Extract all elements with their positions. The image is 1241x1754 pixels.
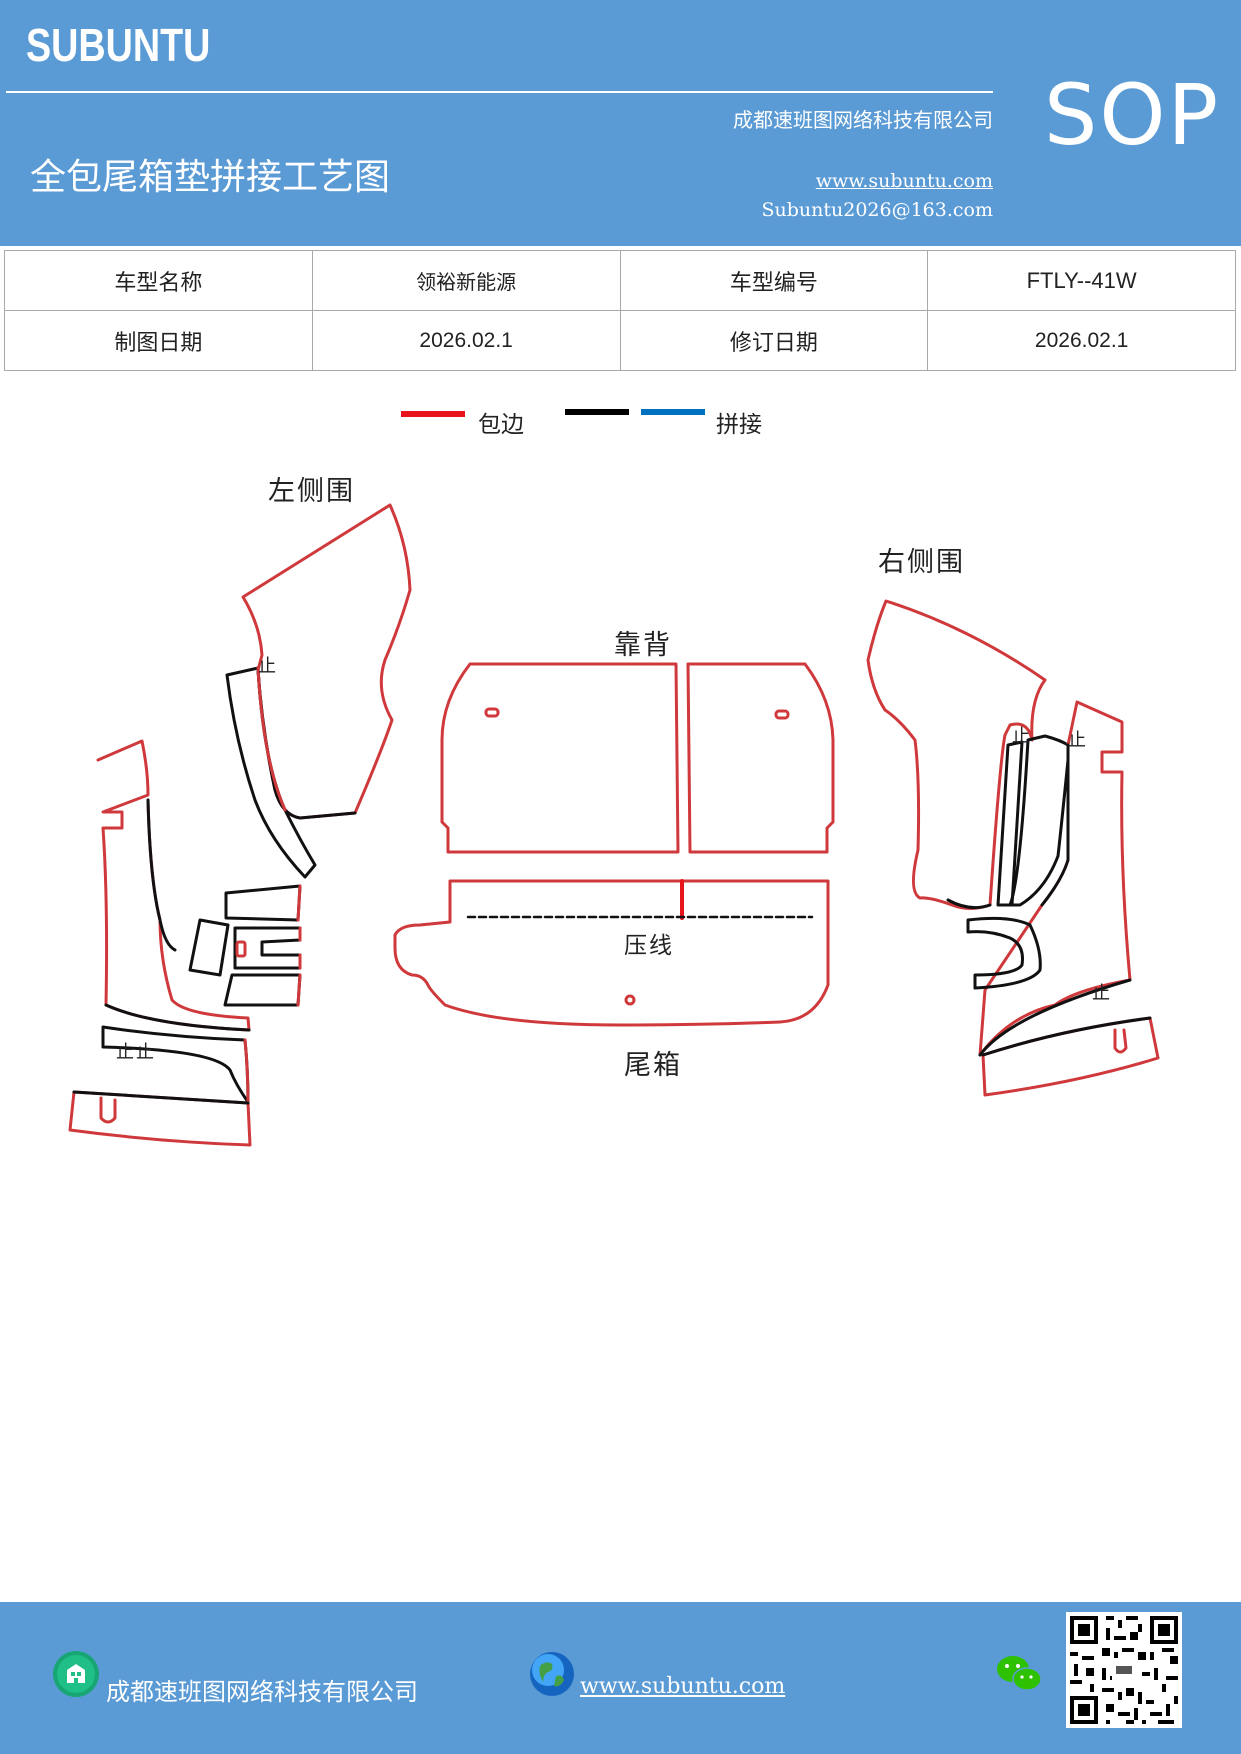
draw-date-value: 2026.02.1: [311, 310, 621, 371]
right-small-piece: [966, 916, 1042, 990]
right-upper-splice: [946, 898, 992, 910]
revise-date-value: 2026.02.1: [927, 310, 1236, 371]
legend-splice-label: 拼接: [716, 412, 762, 438]
model-name-value: 领裕新能源: [311, 250, 621, 311]
label-backrest: 靠背: [614, 630, 672, 661]
left-small-piece-4: [223, 973, 302, 1007]
backrest-right-panel: [686, 662, 835, 854]
left-lower-splice: [104, 798, 251, 1032]
label-right-side: 右侧围: [878, 547, 965, 578]
footer-website-link[interactable]: www.subuntu.com: [580, 1674, 786, 1699]
backrest-slot-right: [774, 709, 790, 720]
legend-edge-label: 包边: [478, 412, 524, 438]
left-pillar-edge: [256, 666, 287, 812]
revise-date-label: 修订日期: [619, 310, 929, 371]
draw-date-label: 制图日期: [4, 310, 313, 371]
left-small-edges: [296, 884, 302, 1007]
trunk-panel: [393, 879, 830, 1027]
trunk-hole: [624, 994, 636, 1006]
header-company: 成都速班图网络科技有限公司: [733, 108, 993, 132]
left-bottom-notch: [99, 1096, 117, 1124]
left-upper-splice: [256, 668, 357, 820]
left-bottom-strip-2-splice: [72, 1090, 250, 1105]
label-trunk: 尾箱: [624, 1050, 682, 1081]
info-table: 车型名称 领裕新能源 车型编号 FTLY--41W 制图日期 2026.02.1…: [4, 250, 1236, 371]
wechat-icon[interactable]: [996, 1654, 1042, 1694]
left-bottom-strip-2: [68, 1090, 252, 1147]
page-footer: 成都速班图网络科技有限公司 www.subuntu.com: [0, 1602, 1241, 1754]
header-divider: [6, 91, 993, 93]
label-left-side: 左侧围: [268, 476, 355, 507]
model-code-label: 车型编号: [619, 250, 929, 311]
stop-mark-right-1: 止: [1012, 726, 1032, 747]
stop-mark-right-3: 止: [1092, 983, 1112, 1004]
right-bottom-notch: [1113, 1028, 1128, 1054]
building-icon: [53, 1651, 99, 1697]
right-bottom-strip-splice: [981, 1016, 1152, 1057]
backrest-left-panel: [440, 662, 680, 854]
footer-company: 成都速班图网络科技有限公司: [106, 1678, 418, 1706]
brand-logo: SUBUNTU: [26, 19, 211, 71]
label-press-line: 压线: [624, 933, 674, 959]
globe-icon: [530, 1652, 574, 1696]
table-row: 制图日期 2026.02.1 修订日期 2026.02.1: [4, 310, 1236, 371]
backrest-slot-left: [484, 707, 500, 718]
stop-mark-right-2: 止: [1068, 730, 1088, 751]
left-lower-panel: [96, 739, 251, 1032]
sop-badge: SOP: [1044, 66, 1221, 164]
right-pillar-strip-2: [996, 740, 1024, 907]
model-code-value: FTLY--41W: [927, 250, 1236, 311]
model-name-label: 车型名称: [4, 250, 313, 311]
table-row: 车型名称 领裕新能源 车型编号 FTLY--41W: [4, 250, 1236, 311]
page-header: SUBUNTU 成都速班图网络科技有限公司 全包尾箱垫拼接工艺图 www.sub…: [0, 0, 1241, 246]
header-website-link[interactable]: www.subuntu.com: [815, 170, 993, 192]
qr-code: [1066, 1612, 1182, 1728]
left-small-slot: [235, 940, 247, 958]
header-email: Subuntu2026@163.com: [761, 199, 993, 221]
stop-mark-left-upper: 止: [258, 656, 278, 677]
right-lower-splice: [978, 743, 1132, 1057]
left-bottom-strip-1-edge: [243, 1038, 250, 1104]
left-small-piece-2: [188, 918, 230, 977]
page-title: 全包尾箱垫拼接工艺图: [30, 157, 391, 198]
stop-mark-left-lower: 止止: [116, 1042, 156, 1063]
right-pillar-strip-1: [1008, 734, 1070, 907]
left-small-piece-1: [224, 884, 302, 922]
right-upper-panel: [866, 599, 1047, 910]
